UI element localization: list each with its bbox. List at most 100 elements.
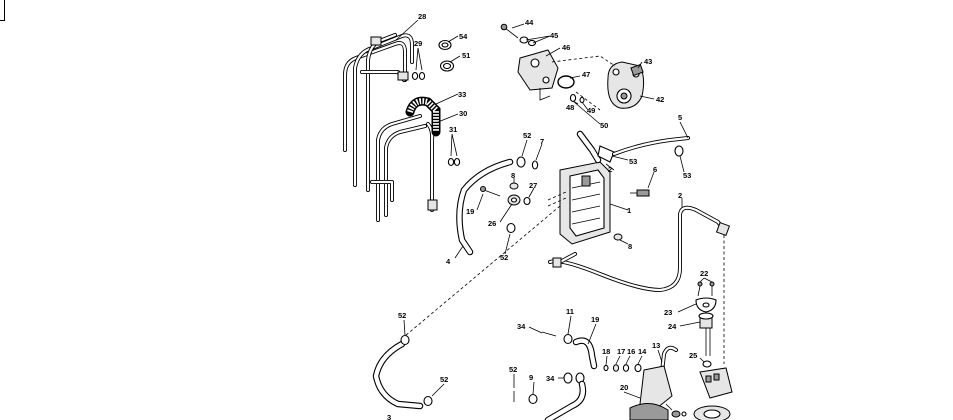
o-ring-25 (702, 360, 712, 368)
washer-27 (523, 196, 531, 206)
callout-33: 33 (458, 90, 466, 99)
callout-9: 20 (620, 383, 628, 392)
callout-48: 48 (566, 103, 574, 112)
spring-43 (630, 63, 644, 77)
callout-8-lower: 8 (628, 242, 632, 251)
clip-7 (531, 160, 539, 170)
screws-22 (697, 281, 715, 297)
callout-53-upper: 53 (629, 157, 637, 166)
callout-29: 29 (414, 39, 422, 48)
callout-52-lowleft-b: 52 (440, 375, 448, 384)
callout-2-right: 2 (678, 191, 682, 200)
callout-52-mid: 52 (500, 253, 508, 262)
filter-assembly-14 (629, 345, 678, 420)
callout-22: 22 (700, 269, 708, 278)
convoluted-hose-33 (405, 96, 441, 137)
callout-47: 47 (582, 70, 590, 79)
callout-30: 30 (459, 109, 467, 118)
clamp-53-right (674, 145, 684, 157)
callout-1: 1 (627, 206, 631, 215)
callout-8-upper: 8 (511, 171, 515, 180)
callout-52-upper: 52 (523, 131, 531, 140)
hose-5 (612, 136, 690, 156)
washers-45 (519, 36, 537, 47)
housing-right (693, 367, 733, 420)
hose-2 (548, 205, 731, 292)
clamp-52-lowleft-a (400, 334, 410, 346)
callout-34-lower: 52 (509, 365, 517, 374)
callout-23: 23 (664, 308, 672, 317)
elbow-fitting-top (576, 130, 602, 164)
formed-tube-assembly-28 (343, 33, 414, 192)
callout-14: 13 (652, 341, 660, 350)
cap-20 (671, 410, 687, 418)
callout-28: 28 (418, 12, 426, 21)
small-parts-48-49 (569, 93, 585, 104)
callout-18: 17 (617, 347, 625, 356)
fitting-6 (630, 189, 650, 197)
leader-dashed-long (404, 205, 561, 337)
hose-11 (572, 337, 598, 370)
callout-52-lowmid: 11 (566, 307, 574, 316)
hose-3 (372, 340, 424, 410)
leader-dashed-49 (575, 91, 601, 111)
gasket-23 (695, 297, 717, 313)
screw-19-upper (480, 186, 501, 197)
callout-19-upper: 19 (466, 207, 474, 216)
callout-46: 46 (562, 43, 570, 52)
bolt-44 (500, 23, 519, 39)
clamp-pair-31 (447, 157, 461, 167)
fitting-34-upper (541, 331, 557, 337)
clamp-54 (438, 39, 452, 51)
callout-52-lowleft-a: 52 (398, 311, 406, 320)
fitting-53-upper (597, 145, 615, 163)
callout-27: 27 (529, 181, 537, 190)
callout-42: 42 (656, 95, 664, 104)
callout-24: 24 (668, 322, 677, 331)
grommet-8-lower (613, 233, 623, 241)
callout-5: 5 (678, 113, 682, 122)
separator-tank-1 (559, 161, 611, 245)
clamp-52-lowmid (563, 333, 573, 345)
callout-25: 25 (689, 351, 697, 360)
callout-54: 54 (459, 32, 468, 41)
callout-3: 3 (387, 413, 391, 420)
grommet-8-upper (509, 182, 519, 190)
callout-19-lower: 18 (602, 347, 610, 356)
leader-dashed-46-42 (551, 55, 616, 67)
callout-52-lower: 9 (529, 373, 533, 382)
callout-labels: 28 29 54 51 33 30 31 44 45 46 47 43 42 4… (387, 12, 708, 420)
callout-leaders (395, 19, 713, 411)
callout-53-right: 53 (683, 171, 691, 180)
callout-26: 26 (488, 219, 496, 228)
sender-24 (698, 312, 714, 356)
callout-49: 49 (587, 106, 595, 115)
clamp-pair-29 (411, 71, 426, 81)
callout-43: 43 (644, 57, 652, 66)
callout-13: 34 (546, 374, 555, 383)
callout-11: 19 (591, 315, 599, 324)
callout-50: 50 (600, 121, 608, 130)
clamp-51 (439, 60, 455, 72)
o-ring-47 (557, 75, 575, 89)
callout-4: 4 (446, 257, 451, 266)
callout-17: 16 (627, 347, 635, 356)
small-parts-19-18-17-16 (603, 363, 642, 373)
clamp-52-lower (528, 393, 538, 405)
clamp-52-mid (506, 222, 516, 234)
hose-4 (456, 158, 514, 256)
clamp-52-upper (516, 156, 526, 168)
hose-lower (544, 380, 587, 420)
callout-45: 45 (550, 31, 558, 40)
callout-31: 31 (449, 125, 457, 134)
callout-6: 6 (653, 165, 657, 174)
formed-tube-assembly-30 (370, 114, 438, 222)
callout-51: 51 (462, 51, 470, 60)
callout-2-upper: 2 (608, 165, 612, 174)
callout-7: 7 (540, 137, 544, 146)
callout-16: 14 (638, 347, 647, 356)
callout-34-upper: 34 (517, 322, 526, 331)
bracket-46 (517, 49, 559, 101)
callout-44: 44 (525, 18, 534, 27)
